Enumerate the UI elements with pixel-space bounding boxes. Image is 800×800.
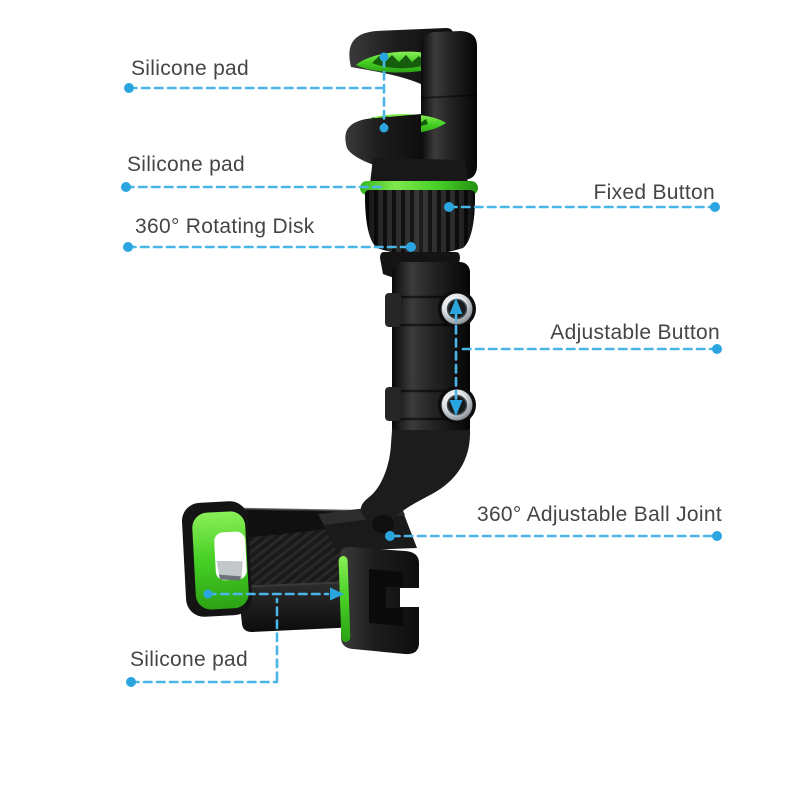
adjustable-arm (385, 262, 476, 438)
callout-arrow-down (449, 400, 463, 416)
label-silicone-pad-ring: Silicone pad (127, 153, 246, 176)
callout-dot (710, 202, 720, 212)
callout-dot (712, 344, 722, 354)
callout-dot (123, 242, 133, 252)
pad-grip-texture-top (372, 55, 433, 69)
cradle-right-clamp-recess (369, 569, 403, 626)
callout-dot (379, 52, 389, 62)
label-fixed-button: Fixed Button (593, 181, 715, 204)
callout-dot (406, 242, 416, 252)
callout-arrow-up (449, 298, 463, 314)
callout-dot (126, 677, 136, 687)
rotating-disk-shading (365, 190, 475, 255)
label-ball-joint: 360° Adjustable Ball Joint (476, 503, 722, 526)
label-silicone-pad-cradle: Silicone pad (130, 648, 249, 671)
rotating-disk-assembly (360, 158, 478, 281)
callout-dot (385, 531, 395, 541)
disk-neck (370, 158, 468, 184)
cradle-left-window-sill (216, 560, 243, 579)
label-rotating-disk: 360° Rotating Disk (135, 215, 315, 238)
label-adjustable-button: Adjustable Button (550, 321, 720, 344)
clamp-post (421, 31, 477, 180)
callout-arrow-right (330, 587, 344, 601)
clamp-bottom-jaw (345, 114, 421, 171)
mirror-clamp (345, 28, 478, 180)
callout-dot (124, 83, 134, 93)
callout-dot (444, 202, 454, 212)
callout-dot (379, 123, 389, 133)
clamp-post-seam (420, 94, 478, 99)
arm-seams (392, 295, 470, 421)
ball-joint (372, 515, 394, 533)
silicone-strip-right (338, 556, 351, 642)
cradle-left-window-sill-edge (218, 574, 241, 581)
elbow-arm (360, 430, 471, 533)
callout-dot (203, 589, 213, 599)
callout-dot (712, 531, 722, 541)
hinge-tab-bottom (385, 387, 401, 421)
callout-dot (121, 182, 131, 192)
label-silicone-pad-top: Silicone pad (131, 57, 250, 80)
elbow (360, 430, 471, 532)
hinge-tab-top (385, 293, 401, 327)
callout-lines (121, 52, 722, 687)
